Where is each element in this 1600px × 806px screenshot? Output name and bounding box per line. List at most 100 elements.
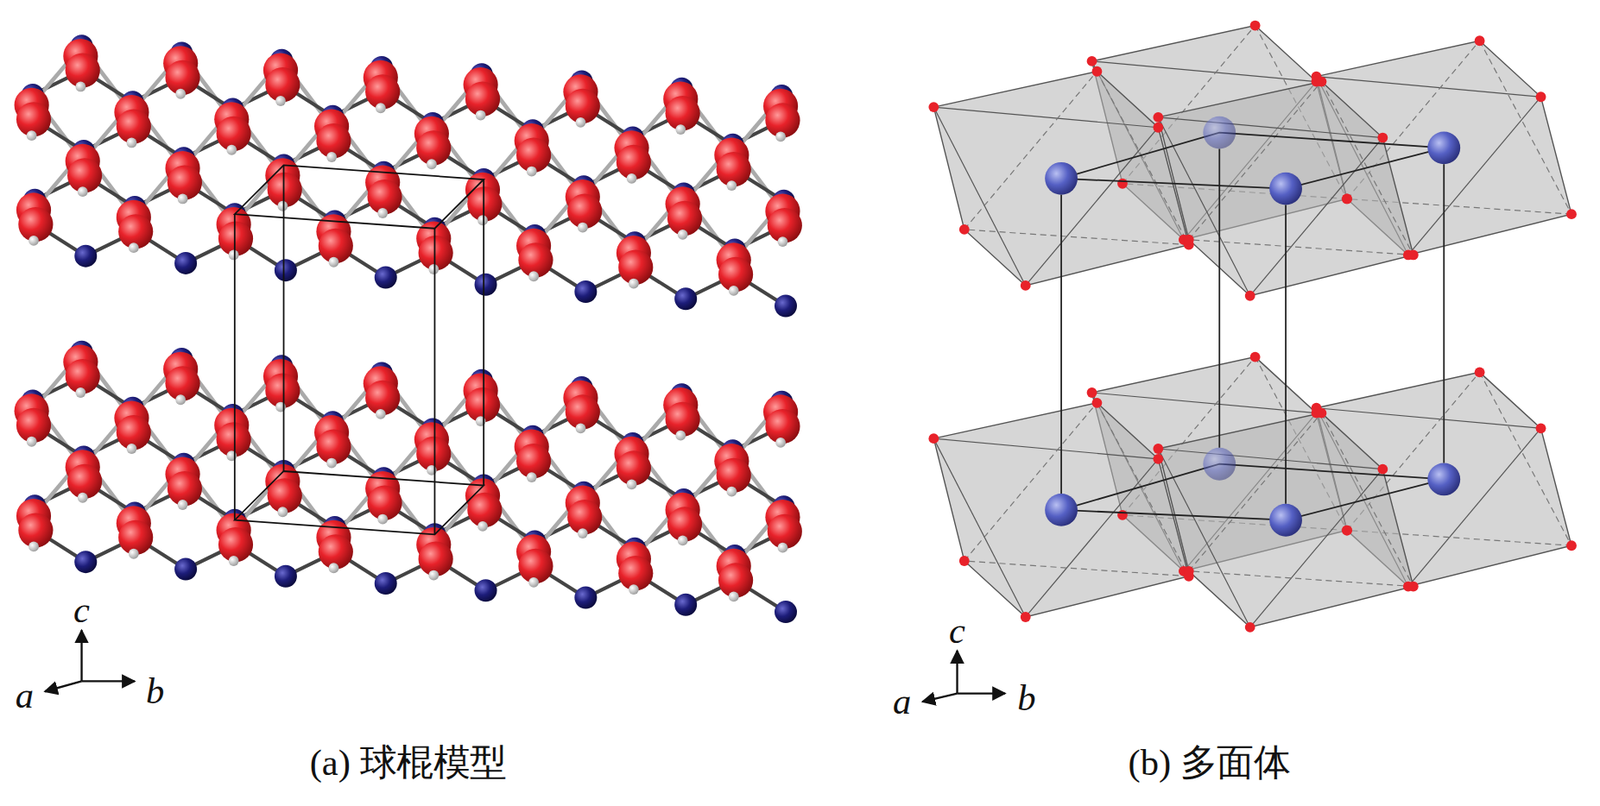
metal-atom: [474, 273, 498, 297]
unit-cell: [234, 164, 484, 228]
oxygen-vertex: [928, 433, 939, 444]
oxygen-vertex: [959, 224, 970, 235]
hydrogen-atom: [126, 138, 138, 149]
hydrogen-atom: [577, 222, 589, 234]
hydrogen-atom: [328, 257, 340, 268]
hydrogen-atom: [77, 186, 89, 197]
hydrogen-atom: [628, 278, 639, 290]
octahedron-edge: [933, 107, 1025, 286]
oxygen-vertex: [1152, 443, 1164, 455]
octahedron-edge: [1025, 459, 1159, 618]
octahedron-edge: [1188, 413, 1322, 572]
hydrogen-atom: [575, 423, 587, 434]
metal-atom: [474, 579, 498, 602]
metal-atom: [74, 550, 97, 574]
metal-atom: [574, 280, 597, 304]
oxygen-vertex: [1566, 540, 1577, 551]
hydrogen-atom: [577, 528, 589, 539]
hydrogen-atom: [528, 271, 539, 282]
hydrogen-atom: [275, 95, 286, 107]
oxygen-vertex: [1020, 280, 1031, 291]
hydrogen-atom: [628, 584, 639, 595]
hydrogen-atom: [775, 131, 786, 142]
hydrogen-atom: [28, 235, 39, 247]
unit-cell: [1442, 164, 1445, 463]
hydrogen-atom: [575, 117, 587, 128]
hydrogen-atom: [177, 194, 189, 205]
oxygen-vertex: [1183, 566, 1195, 577]
hydrogen-atom: [377, 514, 388, 525]
oxygen-vertex: [1152, 454, 1164, 465]
hydrogen-atom: [475, 110, 487, 121]
unit-cell: [1061, 464, 1444, 521]
hydrogen-atom: [526, 472, 538, 483]
hydrogen-atom: [375, 102, 386, 114]
metal-atom: [274, 565, 298, 589]
hydrogen-atom: [777, 543, 789, 554]
unit-cell: [1284, 205, 1287, 505]
metal-atom: [274, 259, 298, 282]
metal-atom: [1202, 448, 1236, 481]
octahedron-edge: [964, 71, 1098, 230]
oxygen-vertex: [1341, 525, 1353, 537]
hydrogen-atom: [728, 591, 740, 602]
hydrogen-atom: [77, 493, 89, 504]
metal-atom: [74, 245, 97, 268]
oxygen-vertex: [959, 556, 970, 567]
hydrogen-atom: [226, 145, 237, 156]
unit-cell: [1218, 149, 1221, 449]
octahedron-edge: [1188, 240, 1414, 256]
hydrogen-atom: [328, 562, 340, 574]
oxygen-vertex: [1250, 20, 1261, 32]
oxygen-vertex: [1117, 178, 1128, 190]
hydrogen-atom: [675, 430, 686, 442]
hydrogen-atom: [175, 88, 186, 100]
oxygen-vertex: [1408, 250, 1419, 261]
hydrogen-atom: [677, 229, 689, 241]
oxygen-vertex: [1152, 122, 1164, 133]
metal-atom: [374, 265, 398, 289]
oxygen-vertex: [1152, 112, 1164, 123]
oxygen-vertex: [1316, 408, 1328, 419]
metal-atom: [374, 572, 398, 595]
octahedron-edge: [1188, 571, 1414, 588]
oxygen-vertex: [1474, 35, 1486, 46]
hydrogen-atom: [277, 506, 288, 518]
metal-atom: [1427, 463, 1461, 497]
hydrogen-atom: [277, 201, 288, 212]
octahedron-edge: [1479, 372, 1572, 546]
oxygen-vertex: [1341, 194, 1353, 205]
hydrogen-atom: [677, 535, 689, 546]
oxygen-vertex: [1245, 290, 1256, 302]
metal-atom: [1427, 131, 1461, 165]
octahedron-edge: [1408, 428, 1542, 587]
octahedron-edge: [964, 403, 1098, 562]
unit-cell: [234, 471, 484, 535]
hydrogen-atom: [377, 208, 388, 219]
oxygen-vertex: [1316, 76, 1328, 88]
octahedron-edge: [964, 229, 1189, 246]
hydrogen-atom: [726, 486, 737, 498]
hydrogen-atom: [26, 436, 38, 448]
octahedron-edge: [964, 561, 1189, 577]
hydrogen-atom: [775, 437, 786, 449]
octahedron-edge: [1157, 117, 1250, 297]
oxygen-vertex: [1408, 581, 1419, 593]
axis-label: b: [1017, 676, 1036, 721]
hydrogen-atom: [428, 264, 439, 275]
unit-cell: [1060, 195, 1063, 494]
hydrogen-atom: [75, 82, 86, 93]
hydrogen-atom: [375, 409, 386, 420]
hydrogen-atom: [726, 180, 737, 191]
axis-label: a: [15, 674, 34, 718]
oxygen-vertex: [1250, 352, 1261, 363]
hydrogen-atom: [477, 521, 488, 532]
oxygen-vertex: [1377, 464, 1388, 475]
oxygen-vertex: [1087, 387, 1098, 399]
hydrogen-atom: [175, 394, 186, 405]
hydrogen-atom: [228, 250, 240, 261]
octahedron-edge: [933, 438, 1158, 460]
hydrogen-atom: [75, 387, 86, 399]
